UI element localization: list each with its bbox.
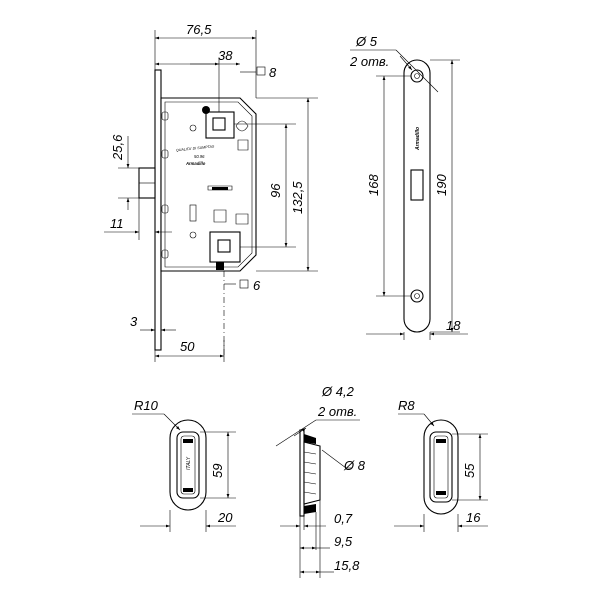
dim-faceplate-190: 190	[430, 59, 460, 333]
upper-screw-icon	[202, 106, 210, 114]
dim-20-label: 20	[217, 510, 233, 525]
lower-screw-icon	[216, 262, 224, 270]
dim-square-8: 8	[240, 65, 277, 80]
dim-backset-50: 50	[154, 339, 225, 362]
dim-depth-15-8: 15,8	[300, 558, 360, 574]
dim-width-76-5: 76,5	[154, 22, 257, 98]
dim-168-label: 168	[366, 174, 381, 196]
strike-side-view	[299, 429, 321, 578]
dim-radius-8: R8	[398, 398, 435, 427]
dim-latch-11: 11	[104, 198, 172, 240]
dim-11-label: 11	[110, 216, 124, 231]
dim-strike-width-16: 16	[394, 510, 488, 532]
strike-plate-2-view	[423, 419, 459, 515]
dim-132-5-label: 132,5	[290, 181, 305, 214]
dim-r10-label: R10	[134, 398, 159, 413]
dim-190-label: 190	[434, 174, 449, 196]
dim-0-7-label: 0,7	[334, 511, 353, 526]
dim-16-label: 16	[466, 510, 481, 525]
dim-8-label: 8	[269, 65, 277, 80]
privacy-spindle-square	[212, 117, 226, 131]
strike-text: ITALY	[186, 456, 192, 470]
dim-depth-9-5: 9,5	[300, 534, 353, 550]
dim-25-6-label: 25,6	[110, 134, 125, 161]
dim-spacing-96: 96	[234, 123, 296, 248]
faceplate-view: Armadillo	[403, 59, 431, 333]
dim-59-label: 59	[210, 464, 225, 478]
dim-38-label: 38	[218, 48, 233, 63]
dim-faceplate-width-18: 18	[366, 318, 468, 340]
dim-6-label: 6	[253, 278, 261, 293]
lock-brand-text: Armadillo	[185, 161, 206, 166]
dim-hole-dia-5: Ø 5 2 отв.	[349, 34, 439, 93]
dim-96-label: 96	[268, 183, 283, 198]
dim-strike-width-20: 20	[140, 510, 236, 532]
dim-dia-5-label: Ø 5	[355, 34, 378, 49]
dim-strike-59: 59	[200, 431, 236, 499]
dim-dia-4-2-label: Ø 4,2	[321, 384, 355, 399]
dim-r8-label: R8	[398, 398, 415, 413]
lock-text-2: 50.96	[194, 154, 205, 159]
faceplate-top-hole	[410, 69, 424, 83]
dim-height-132-5: 132,5	[256, 97, 318, 272]
dim-faceplate-168: 168	[366, 75, 411, 297]
dim-50-label: 50	[180, 339, 195, 354]
dim-holes-2-label: 2 отв.	[349, 54, 389, 69]
dim-square-6: 6	[224, 278, 261, 293]
dim-radius-10: R10	[132, 398, 181, 431]
dim-76-5-label: 76,5	[186, 22, 212, 37]
lock-case	[160, 97, 257, 272]
strike-side-plate	[299, 429, 305, 517]
lock-body-view: QUALITA' DI SUMPTAS 50.96 Armadillo	[138, 69, 257, 356]
strike-plate-1-view: ITALY	[169, 419, 207, 511]
dim-backset-38: 38	[155, 48, 240, 112]
dim-hole-dia-8: Ø 8	[321, 449, 366, 473]
dim-hole-dia-4-2: Ø 4,2 2 отв.	[275, 384, 360, 447]
dim-55-label: 55	[462, 463, 477, 478]
strike-plate-2-opening	[429, 431, 453, 503]
strike-plate-1-opening	[176, 431, 200, 499]
dim-height-25-6: 25,6	[110, 134, 139, 210]
dim-holes-2b-label: 2 отв.	[317, 404, 357, 419]
faceplate-brand-text: Armadillo	[415, 127, 421, 151]
dim-dia-8-label: Ø 8	[343, 458, 366, 473]
lock-faceplate-side	[154, 69, 162, 351]
dim-9-5-label: 9,5	[334, 534, 353, 549]
handle-spindle-square	[217, 239, 231, 253]
dim-18-label: 18	[446, 318, 461, 333]
faceplate-latch-opening	[410, 169, 424, 201]
strike-side-box	[303, 441, 321, 505]
dim-plate-3: 3	[130, 314, 176, 350]
faceplate-bottom-hole	[410, 289, 424, 303]
dim-depth-0-7: 0,7	[280, 511, 353, 528]
lock-text-1: QUALITA' DI SUMPTAS	[176, 144, 215, 152]
dim-strike-55: 55	[452, 433, 488, 501]
dim-15-8-label: 15,8	[334, 558, 360, 573]
dim-3-label: 3	[130, 314, 138, 329]
